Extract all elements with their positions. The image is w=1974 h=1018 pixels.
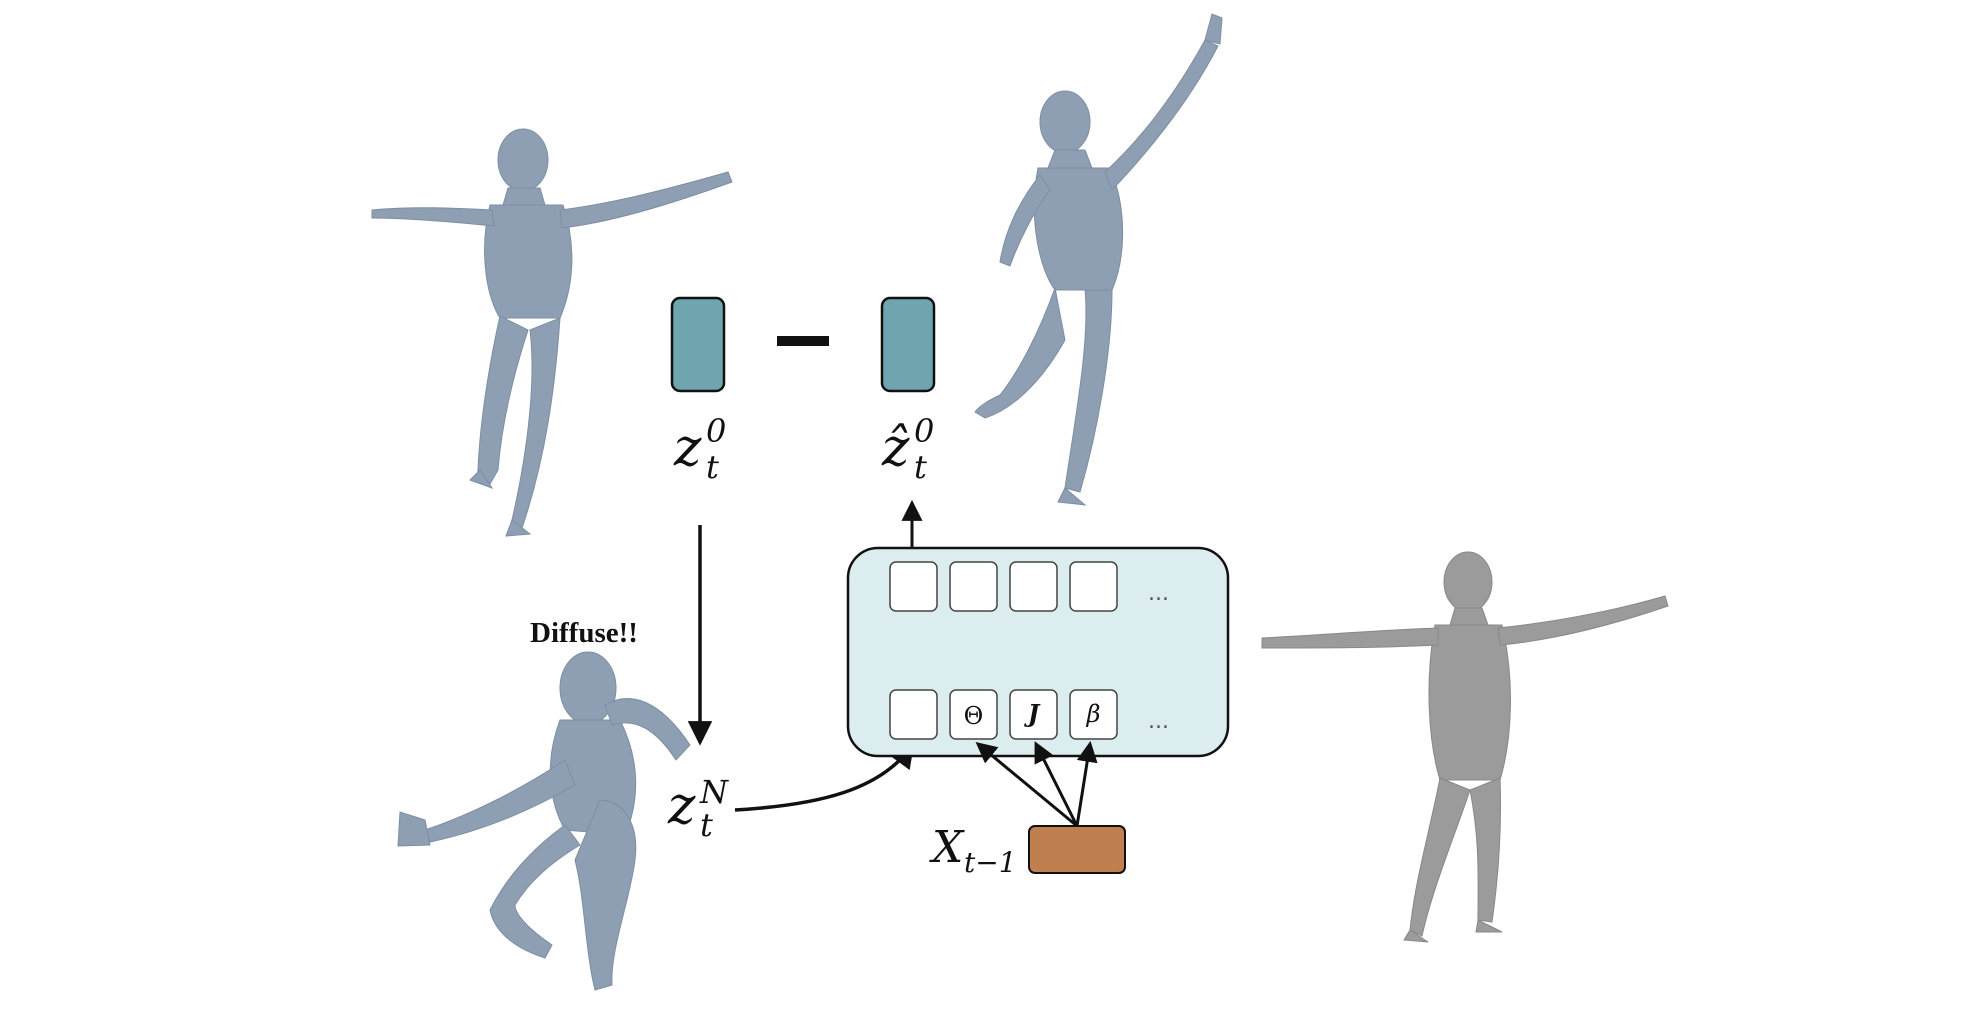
- joints-symbol: J: [1024, 699, 1041, 728]
- svg-text:z: z: [667, 776, 696, 836]
- svg-text:X: X: [929, 822, 965, 873]
- svg-text:t−1: t−1: [964, 846, 1017, 879]
- svg-text:t: t: [700, 806, 713, 844]
- loss-minus-sign: [777, 336, 829, 346]
- theta-symbol: Θ: [964, 702, 984, 730]
- input-token-ellipsis: ...: [1148, 709, 1169, 734]
- arrow-noisy-to-token: [734, 743, 915, 812]
- input-token-noisy: [889, 689, 938, 740]
- input-token-theta: [949, 689, 998, 740]
- human-mesh-noisy-pose: [397, 651, 691, 991]
- latent-clean-vector: [670, 296, 726, 393]
- diffuse-label: Diffuse!!: [530, 617, 638, 649]
- arrow-cond-to-theta: [975, 741, 1078, 828]
- label-z-predicted: ẑ t 0: [881, 412, 934, 486]
- condition-box: [1028, 825, 1126, 874]
- human-mesh-clean-pose: [371, 128, 733, 537]
- human-mesh-template-pose: [1261, 551, 1669, 943]
- svg-text:t: t: [914, 448, 927, 486]
- input-token-joints: [1009, 689, 1058, 740]
- latent-predicted-vector: [880, 296, 936, 393]
- svg-text:0: 0: [914, 412, 934, 450]
- output-token-4: [1069, 561, 1118, 612]
- beta-symbol: β: [1086, 700, 1101, 728]
- label-condition: X t−1: [929, 822, 1017, 879]
- label-z-clean: z t 0: [673, 412, 726, 486]
- svg-text:ẑ: ẑ: [881, 418, 910, 478]
- output-token-1: [889, 561, 938, 612]
- output-token-3: [1009, 561, 1058, 612]
- arrow-cond-to-beta: [1075, 740, 1098, 827]
- svg-text:0: 0: [706, 412, 726, 450]
- human-mesh-predicted-pose: [974, 13, 1223, 506]
- input-token-beta: [1069, 689, 1118, 740]
- svg-text:t: t: [706, 448, 719, 486]
- label-z-noisy: z t N: [667, 773, 729, 844]
- svg-text:z: z: [673, 418, 702, 478]
- svg-text:N: N: [699, 773, 729, 811]
- output-token-2: [949, 561, 998, 612]
- arrow-cond-to-joints: [1034, 741, 1079, 827]
- output-token-ellipsis: ...: [1148, 581, 1169, 606]
